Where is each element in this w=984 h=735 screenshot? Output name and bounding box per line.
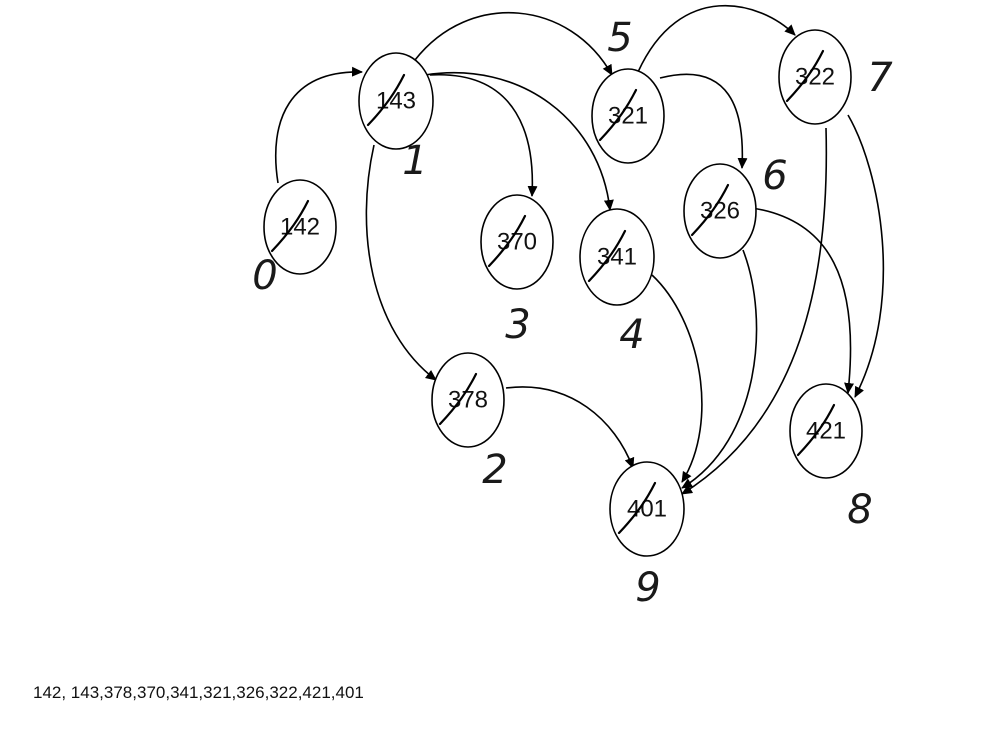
edge-143-341: [424, 71, 614, 211]
strike-mark: [270, 199, 310, 253]
node-circle: [778, 29, 852, 125]
strike-mark: [587, 229, 627, 283]
edge-322-401: [681, 127, 828, 495]
node-142: 142: [263, 179, 337, 275]
edge-341-401: [651, 274, 703, 483]
node-370: 370: [480, 194, 554, 290]
node-circle: [431, 352, 505, 448]
strike-mark: [617, 481, 657, 535]
node-circle: [591, 68, 665, 164]
edge-143-370: [429, 74, 538, 197]
node-421: 421: [789, 383, 863, 479]
topological-order-text: 142, 143,378,370,341,321,326,322,421,401: [33, 683, 364, 702]
edge-142-143: [274, 66, 363, 184]
node-143: 143: [358, 52, 434, 150]
node-322: 322: [778, 29, 852, 125]
edge-143-321: [414, 11, 613, 76]
node-341: 341: [579, 208, 655, 306]
strike-mark: [796, 403, 836, 457]
strike-mark: [598, 88, 638, 142]
node-circle: [579, 208, 655, 306]
edge-326-421: [751, 207, 855, 394]
node-circle: [683, 163, 757, 259]
node-401: 401: [609, 461, 685, 557]
edge-378-401: [505, 386, 635, 469]
order-number-143: 1: [402, 138, 427, 184]
order-number-370: 3: [505, 302, 530, 348]
node-circle: [609, 461, 685, 557]
edge-326-401: [681, 249, 758, 489]
order-number-142: 0: [252, 253, 277, 299]
strike-mark: [487, 214, 527, 268]
strike-mark: [690, 183, 730, 237]
node-321: 321: [591, 68, 665, 164]
strike-mark: [438, 372, 478, 426]
order-number-378: 2: [482, 447, 507, 493]
node-circle: [789, 383, 863, 479]
strike-mark: [366, 73, 406, 127]
order-number-321: 5: [607, 15, 632, 61]
order-number-401: 9: [635, 565, 660, 611]
order-number-421: 8: [847, 487, 872, 533]
node-378: 378: [431, 352, 505, 448]
order-number-322: 7: [867, 55, 893, 101]
order-number-326: 6: [762, 153, 787, 199]
edge-322-421: [847, 114, 885, 398]
strike-mark: [785, 49, 825, 103]
node-circle: [480, 194, 554, 290]
node-326: 326: [683, 163, 757, 259]
node-circle: [263, 179, 337, 275]
node-circle: [358, 52, 434, 150]
edge-321-322: [637, 4, 796, 73]
order-number-341: 4: [619, 312, 644, 358]
edge-321-326: [659, 73, 748, 169]
edge-143-378: [365, 144, 437, 381]
